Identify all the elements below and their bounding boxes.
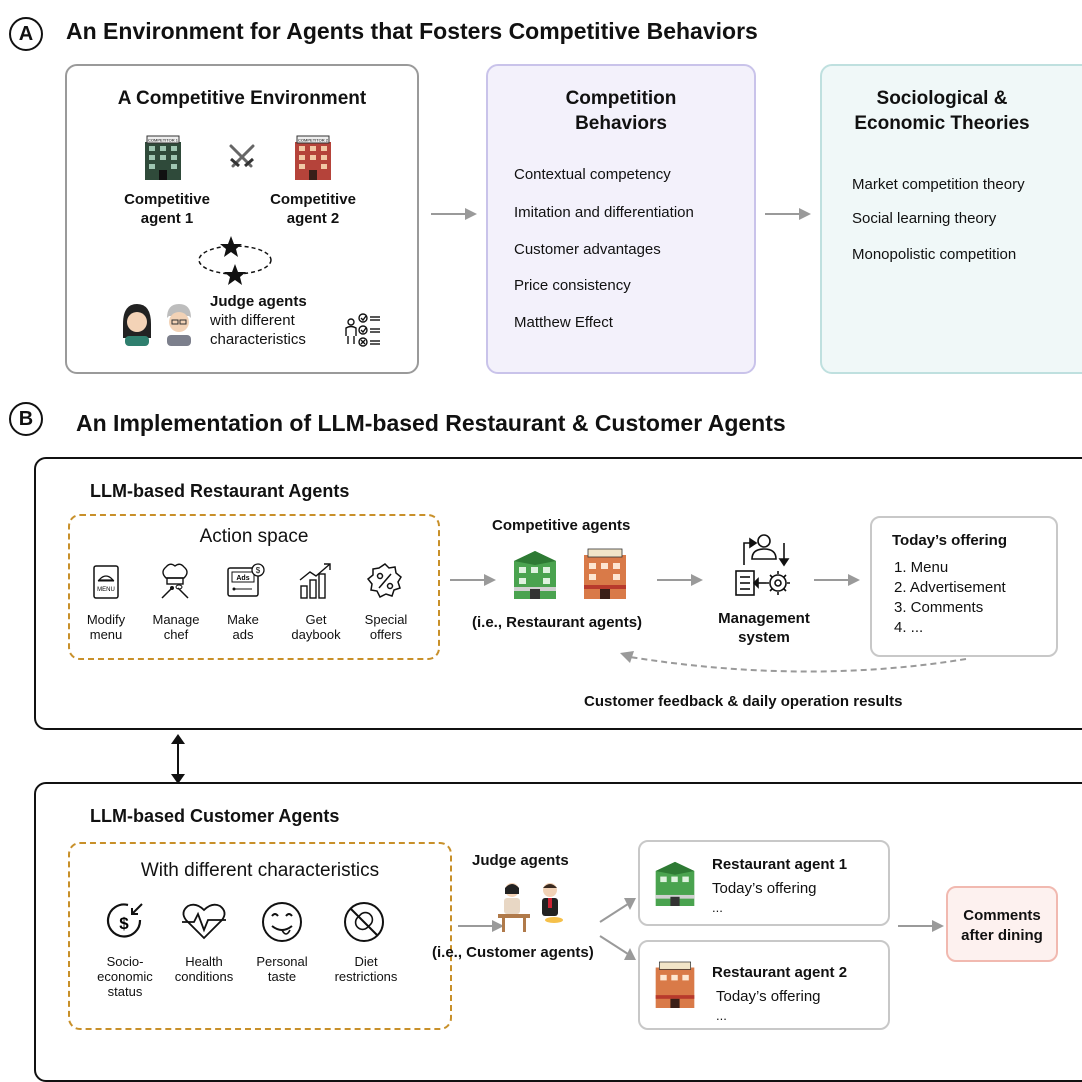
restaurant-agent-1-title: Restaurant agent 1	[712, 856, 848, 873]
arrow-a1	[431, 208, 477, 220]
svg-text:$: $	[119, 914, 129, 933]
restaurant-agent-1-offering: Today’s offering	[712, 880, 817, 897]
characteristics-box: With different characteristics $ Socio-e…	[68, 842, 452, 1030]
restaurant-agents-title: LLM-based Restaurant Agents	[90, 481, 350, 501]
judge-agents-b-label: Judge agents	[472, 852, 569, 869]
todays-offering-list: 1. Menu 2. Advertisement 3. Comments 4. …	[894, 558, 1006, 638]
competitive-agents-label: Competitive agents	[492, 517, 631, 534]
behavior-item: Price consistency	[514, 277, 631, 294]
behavior-item: Contextual competency	[514, 166, 671, 183]
restaurant-agents-sub: (i.e., Restaurant agents)	[472, 614, 643, 631]
customer-agents-title: LLM-based Customer Agents	[90, 806, 340, 826]
offering-item: 3. Comments	[894, 599, 984, 616]
judge-agents-label: Judge agents with different characterist…	[210, 293, 307, 348]
offering-item: 4. ...	[894, 619, 924, 636]
competitive-environment-title: A Competitive Environment	[117, 88, 367, 109]
theory-item: Market competition theory	[852, 176, 1025, 193]
taste-icon	[262, 902, 302, 942]
crossed-swords-icon	[229, 144, 255, 168]
customer-agents-panel: LLM-based Customer Agents With different…	[34, 782, 1082, 1082]
ads-icon: Ads $	[227, 563, 265, 597]
feedback-label: Customer feedback & daily operation resu…	[584, 693, 903, 710]
action-space-box: Action space MENU Ads $	[68, 514, 440, 660]
todays-offering-title: Today’s offering	[892, 532, 1008, 549]
chef-icon	[161, 563, 189, 599]
theory-item: Monopolistic competition	[852, 246, 1017, 263]
competitive-environment-box: A Competitive Environment COMPETITOR 1 C…	[65, 64, 419, 374]
restaurant-agent-2-card: Restaurant agent 2 Today’s offering ...	[638, 940, 890, 1030]
diet-icon	[344, 902, 384, 942]
arrow-c2	[898, 920, 944, 932]
arrow-c1	[458, 920, 504, 932]
arrow-b3	[814, 574, 860, 586]
socioeconomic-icon: $	[106, 903, 143, 938]
management-system-icon	[735, 534, 790, 596]
theory-item: Social learning theory	[852, 210, 997, 227]
checklist-person-icon	[345, 313, 380, 347]
arrow-b2	[657, 574, 703, 586]
svg-text:$: $	[256, 566, 261, 575]
customer-agents-sub: (i.e., Customer agents)	[432, 944, 594, 961]
split-arrows	[599, 898, 636, 960]
theories-title: Sociological &Economic Theories	[854, 88, 1030, 134]
green-restaurant-icon	[514, 551, 556, 599]
building-2-sign: COMPETITOR 2	[298, 138, 329, 143]
behavior-item: Customer advantages	[514, 241, 661, 258]
section-b-badge: B	[9, 402, 43, 436]
restaurant-agent-2-more: ...	[716, 1008, 727, 1023]
section-a-badge: A	[9, 17, 43, 51]
restaurant-agent-2-title: Restaurant agent 2	[712, 964, 848, 981]
section-a-title: An Environment for Agents that Fosters C…	[66, 18, 758, 44]
percent-icon	[366, 563, 402, 599]
restaurant-agents-panel: LLM-based Restaurant Agents Action space…	[34, 457, 1082, 730]
ads-icon-glyph: Ads	[236, 575, 249, 582]
heart-icon	[182, 903, 226, 940]
characteristics-title: With different characteristics	[140, 860, 380, 881]
orange-restaurant-icon	[584, 548, 626, 599]
restaurant-agent-1-more: ...	[712, 900, 723, 915]
orange-restaurant-icon	[655, 961, 695, 1008]
feedback-arrow	[620, 651, 967, 673]
restaurant-building-2-icon: COMPETITOR 2	[295, 135, 331, 180]
menu-icon-glyph: MENU	[97, 587, 115, 593]
building-1-sign: COMPETITOR 1	[148, 138, 179, 143]
bidirectional-arrow	[171, 734, 185, 784]
behavior-item: Matthew Effect	[514, 314, 613, 331]
restaurant-building-1-icon: COMPETITOR 1	[145, 135, 181, 180]
theories-box: Sociological &Economic Theories Market c…	[820, 64, 1082, 374]
offering-item: 1. Menu	[894, 559, 949, 576]
judge-avatar-man-icon	[167, 304, 191, 346]
arrow-a2	[765, 208, 811, 220]
green-restaurant-icon	[655, 861, 695, 906]
todays-offering-box: Today’s offering 1. Menu 2. Advertisemen…	[870, 516, 1058, 657]
judge-avatar-woman-icon	[123, 304, 151, 346]
swap-stars-icon	[198, 236, 272, 285]
daybook-icon	[299, 563, 331, 599]
restaurant-agent-1-card: Restaurant agent 1 Today’s offering ...	[638, 840, 890, 926]
behavior-item: Imitation and differentiation	[514, 204, 694, 221]
arrow-b1	[450, 574, 496, 586]
restaurant-agent-2-offering: Today’s offering	[716, 988, 821, 1005]
menu-icon: MENU	[93, 565, 119, 599]
offering-item: 2. Advertisement	[894, 579, 1006, 596]
action-space-title: Action space	[199, 526, 309, 547]
customer-agents-icon	[498, 883, 563, 932]
section-b-title: An Implementation of LLM-based Restauran…	[76, 410, 786, 436]
